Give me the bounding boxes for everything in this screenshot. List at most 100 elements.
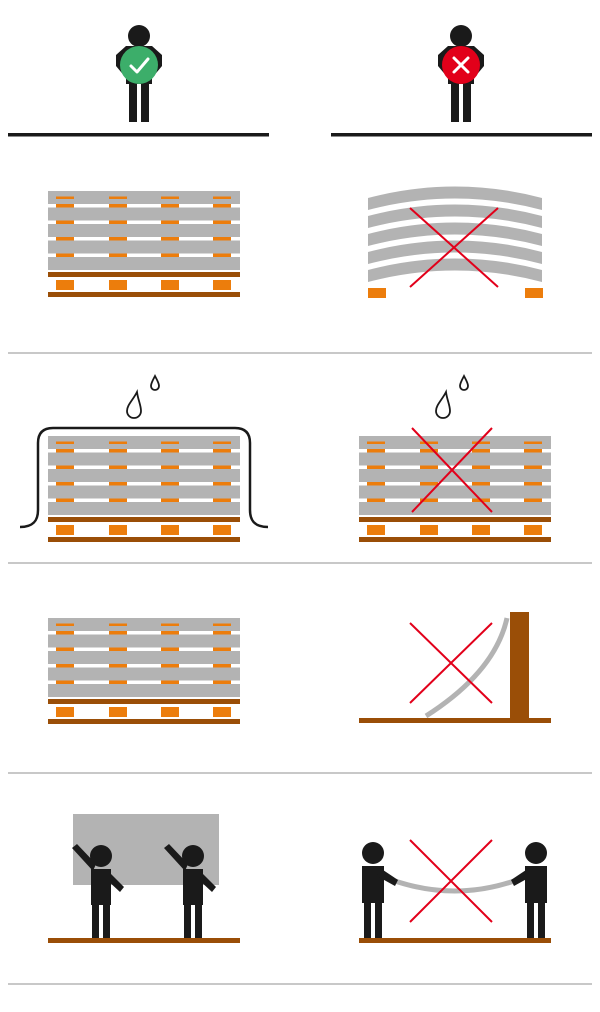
board (359, 485, 551, 499)
spacer-strip (420, 465, 438, 469)
board-stack (359, 436, 551, 542)
spacer-strip (161, 441, 179, 444)
row-4-good-carry-upright (48, 814, 240, 943)
spacer-strip (109, 237, 127, 241)
floor (359, 938, 551, 943)
spacer-strip (213, 449, 231, 453)
spacer-strip (213, 623, 231, 626)
spacer-strip (213, 680, 231, 684)
board (359, 469, 551, 482)
board (48, 618, 240, 631)
spacer-strip (109, 623, 127, 626)
board-stack (48, 191, 240, 297)
pallet-block (367, 525, 385, 535)
pallet-block (109, 280, 127, 290)
spacer-strip (56, 680, 74, 684)
spacer-strip (213, 196, 231, 199)
spacer-strip (367, 498, 385, 502)
spacer-strip (472, 449, 490, 453)
pallet-block (213, 525, 231, 535)
spacer-strip (109, 647, 127, 651)
spacer-strip (213, 253, 231, 257)
pallet-block (56, 525, 74, 535)
pallet-block (420, 525, 438, 535)
spacer-strip (109, 498, 127, 502)
pallet-bottom-board (48, 292, 240, 297)
spacer-strip (213, 647, 231, 651)
spacer-strip (213, 220, 231, 224)
good-header-line (8, 133, 269, 137)
spacer-strip (367, 449, 385, 453)
row-3-bad-leaning-board (359, 612, 551, 723)
spacer-strip (56, 498, 74, 502)
person-icon (362, 842, 398, 938)
board (48, 634, 240, 648)
person-bad-icon (438, 25, 484, 122)
pallet-top-board (48, 699, 240, 704)
spacer-strip (109, 631, 127, 635)
spacer-strip (367, 465, 385, 469)
floor (48, 938, 240, 943)
spacer-strip (109, 204, 127, 208)
person-icon (164, 844, 216, 939)
spacer-strip (161, 664, 179, 668)
spacer-strip (213, 237, 231, 241)
spacer-strip (161, 631, 179, 635)
board (48, 651, 240, 664)
person-icon (511, 842, 547, 938)
good-header (8, 25, 269, 137)
spacer-strip (213, 204, 231, 208)
spacer-strip (56, 196, 74, 199)
row-divider (8, 352, 592, 354)
bad-header-line (331, 133, 592, 137)
bad-header (331, 25, 592, 137)
spacer-strip (161, 237, 179, 241)
pallet-block (524, 525, 542, 535)
pallet-block (472, 525, 490, 535)
board (48, 191, 240, 204)
spacer-strip (161, 647, 179, 651)
floor (359, 718, 551, 723)
board (48, 224, 240, 237)
spacer-strip (56, 220, 74, 224)
sagging-board (391, 877, 518, 894)
spacer-strip (524, 465, 542, 469)
spacer-strip (56, 631, 74, 635)
board (48, 207, 240, 221)
cross-icon (452, 56, 470, 74)
board (48, 436, 240, 449)
spacer-strip (56, 482, 74, 486)
spacer-strip (56, 253, 74, 257)
spacer-strip (56, 441, 74, 444)
spacer-strip (161, 196, 179, 199)
pallet-block (109, 525, 127, 535)
check-badge (120, 46, 158, 84)
spacer-strip (420, 441, 438, 444)
leaning-board (424, 617, 510, 719)
spacer-strip (213, 664, 231, 668)
spacer-strip (109, 449, 127, 453)
spacer-strip (56, 237, 74, 241)
pallet-block (109, 707, 127, 717)
spacer-strip (367, 441, 385, 444)
board (48, 667, 240, 681)
pallet-block (56, 707, 74, 717)
cross-out-icon (409, 839, 493, 923)
cross-out-icon (409, 207, 499, 288)
pallet-top-board (48, 272, 240, 277)
spacer-strip (161, 482, 179, 486)
row-3-good-horizontal-stack (48, 618, 240, 724)
board (48, 240, 240, 254)
pallet-bottom-board (359, 537, 551, 542)
spacer-strip (213, 631, 231, 635)
board (359, 436, 551, 449)
board (48, 485, 240, 499)
pallet-bottom-board (48, 719, 240, 724)
spacer-strip (161, 465, 179, 469)
spacer-strip (524, 498, 542, 502)
person-icon (72, 844, 124, 939)
row-2-bad-uncovered-pallet (359, 373, 551, 542)
protective-cover (19, 426, 269, 529)
spacer-strip (420, 482, 438, 486)
